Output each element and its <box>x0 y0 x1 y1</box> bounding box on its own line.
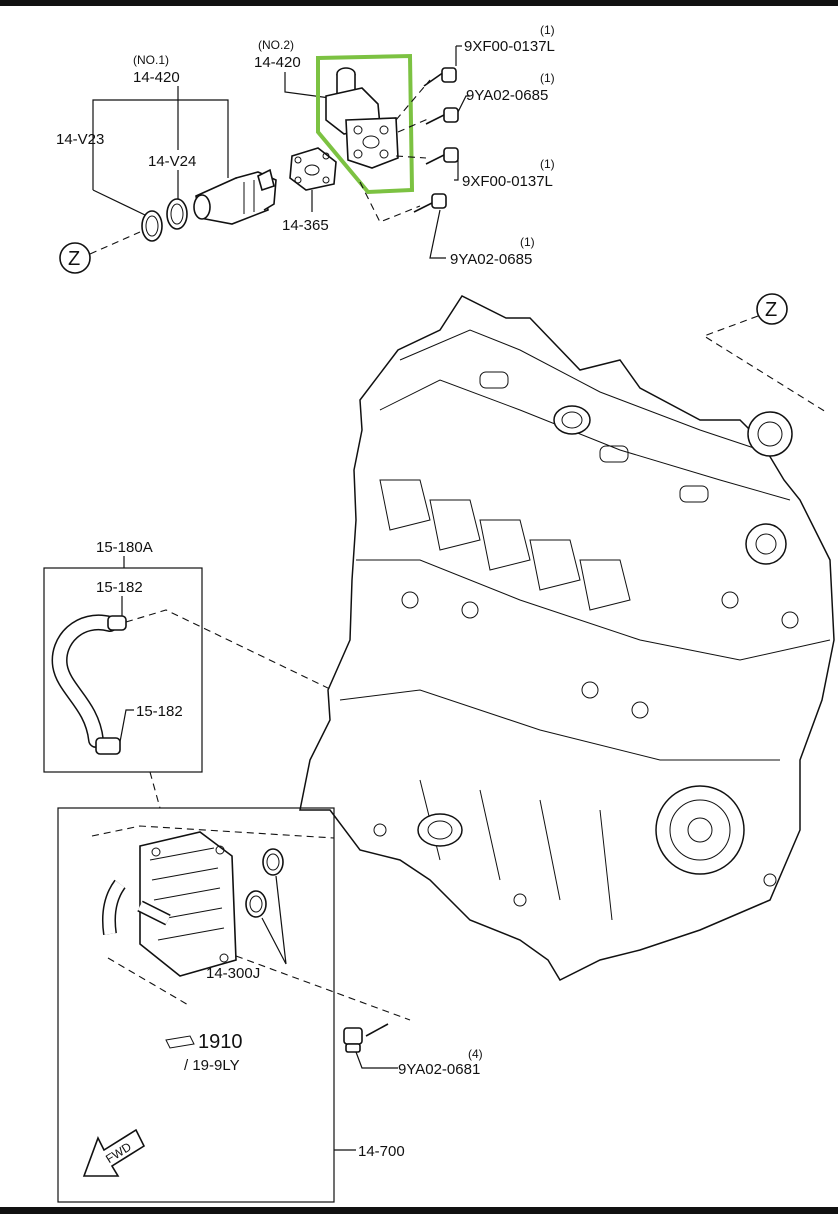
bolt-2-qty: (1) <box>540 71 555 85</box>
ref-z-right-label: Z <box>765 299 777 321</box>
clamp-top-part-number[interactable]: 15-182 <box>96 579 143 596</box>
oring-14-v23 <box>141 210 163 242</box>
bottom-border <box>0 1207 838 1214</box>
bolt-cooler-drawing <box>343 1023 389 1053</box>
cooler-oring-lower <box>245 890 267 918</box>
ocv-no1-callout[interactable]: (NO.1) 14-420 <box>133 53 180 86</box>
bolt-2-leader <box>457 95 470 113</box>
bolt-4-qty: (1) <box>520 235 535 249</box>
bolt-4-part-number[interactable]: 9YA02-0685 <box>450 251 532 268</box>
hand-pointer-icon <box>165 1035 195 1049</box>
ocv-no1-label: (NO.1) <box>133 53 169 67</box>
oil-cooler-box <box>57 807 335 1203</box>
oring-a-leader <box>92 189 146 216</box>
clamp-bottom-leader <box>119 709 134 743</box>
bolt-3-leader <box>454 160 459 181</box>
ref-z-left-label: Z <box>68 248 80 270</box>
ocv-no2-callout[interactable]: (NO.2) 14-420 <box>254 38 301 71</box>
gasket-14-365-drawing <box>289 147 337 191</box>
cooler-bolt-dashed-line <box>235 955 411 1021</box>
bolt-3-drawing <box>425 147 459 165</box>
cooler-oring-upper <box>262 848 284 876</box>
bolt-2-part-number[interactable]: 9YA02-0685 <box>466 87 548 104</box>
gasket-part-number[interactable]: 14-365 <box>282 217 329 234</box>
ocv-no2-drawing <box>325 67 399 169</box>
ref-z-right[interactable]: Z <box>756 293 788 325</box>
ref-z-right-dashed-line <box>702 315 827 413</box>
oring-14-v24-inner <box>170 203 184 225</box>
ocv-no2-leader <box>284 72 331 99</box>
cooler-orings-leader <box>261 875 287 965</box>
ocv-no2-dashed-line-lower <box>359 181 421 223</box>
bolt-4-leader <box>429 209 446 259</box>
cooler-dashed-line-top <box>91 825 335 839</box>
bolt-2-dashed-line <box>397 117 431 133</box>
engine-block-drawing <box>299 295 835 981</box>
ocv-no2-label: (NO.2) <box>258 38 294 52</box>
oring-14-v24 <box>166 198 188 230</box>
bolt-3-dashed-line <box>395 155 427 159</box>
cooler-dashed-line-bottom <box>107 957 191 1007</box>
cooler-oring-upper-inner <box>266 853 280 871</box>
see-ref-1910[interactable]: 1910 / 19-9LY <box>165 1031 243 1074</box>
top-border <box>0 0 838 6</box>
oring-14-v23-inner <box>145 215 159 237</box>
oil-cooler-drawing <box>102 831 237 977</box>
hose-upper-dashed-line <box>125 609 333 691</box>
oring-b-part-number[interactable]: 14-V24 <box>148 153 196 170</box>
ocv-no2-part-number[interactable]: 14-420 <box>254 54 301 71</box>
clamp-bottom-part-number[interactable]: 15-182 <box>136 703 183 720</box>
oil-cooler-part-number[interactable]: 14-700 <box>358 1143 405 1160</box>
bolt-top-qty: (1) <box>540 23 555 37</box>
hose-drawing <box>51 614 127 755</box>
bolt-3-part-number[interactable]: 9XF00-0137L <box>462 173 553 190</box>
bolt-2-drawing <box>425 107 459 125</box>
cooler-oring-lower-inner <box>249 895 263 913</box>
bolt-cooler-part-number[interactable]: 9YA02-0681 <box>398 1061 480 1078</box>
oring-a-part-number[interactable]: 14-V23 <box>56 131 104 148</box>
ref-z-left[interactable]: Z <box>59 242 91 274</box>
see-ref-sub: / 19-9LY <box>184 1057 240 1074</box>
ocv-no1-drawing <box>193 168 277 225</box>
ref-z-left-dashed-line <box>89 231 141 255</box>
ocv-no1-leader <box>92 99 229 190</box>
cooler-orings-part-number[interactable]: 14-300J <box>206 965 260 982</box>
hose-kit-part-number[interactable]: 15-180A <box>96 539 153 556</box>
bolt-cooler-qty: (4) <box>468 1047 483 1061</box>
hose-kit-box <box>43 567 203 773</box>
bolt-3-qty: (1) <box>540 157 555 171</box>
hose-lower-dashed-line <box>149 771 161 809</box>
ocv-no1-part-number[interactable]: 14-420 <box>133 69 180 86</box>
bolt-cooler-leader <box>355 1051 398 1069</box>
see-ref-number: 1910 <box>198 1031 243 1053</box>
ocv-no2-highlight <box>316 53 415 195</box>
bolt-4-drawing <box>413 193 447 213</box>
bolt-top-part-number[interactable]: 9XF00-0137L <box>464 38 555 55</box>
bolt-top-dashed-line <box>395 79 431 121</box>
bolt-top-drawing <box>423 67 457 87</box>
fwd-arrow-icon: FWD <box>82 1128 146 1177</box>
